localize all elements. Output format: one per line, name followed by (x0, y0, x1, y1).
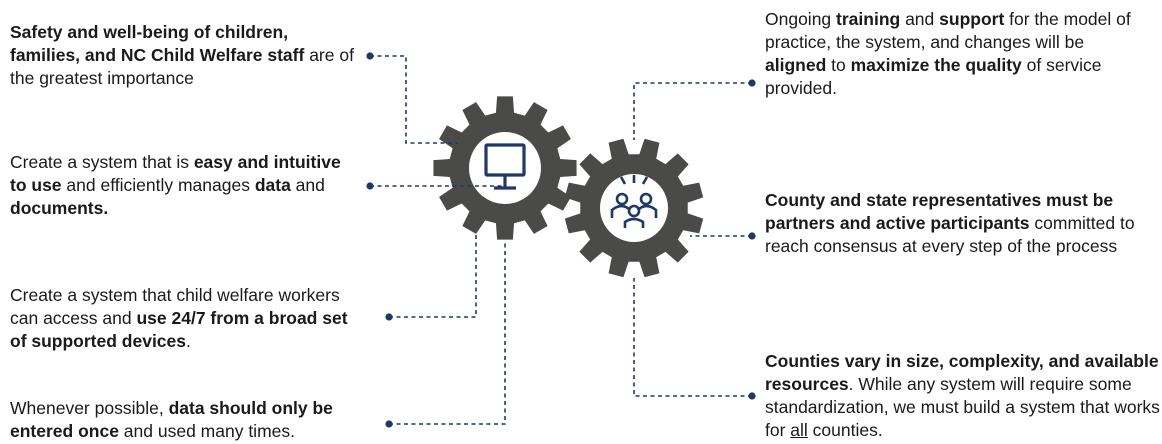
connector-dot (366, 52, 374, 60)
text-run: are of the greatest importance (10, 45, 354, 88)
left-item-data-entry: Whenever possible, data should only be e… (10, 397, 380, 443)
text-run: and (290, 175, 325, 195)
bold-text: support (939, 9, 1005, 29)
text-run: . While any system will require some sta… (765, 374, 1160, 440)
connector-line (633, 278, 752, 397)
bold-text: use 24/7 from a broad set of supported d… (10, 308, 348, 351)
connector-line (389, 233, 477, 318)
connector-dot (748, 79, 756, 87)
text-run: Create a system that is (10, 152, 194, 172)
right-gear (564, 138, 704, 278)
bold-text: training (836, 9, 901, 29)
bold-text: aligned (765, 55, 827, 75)
connector-dot (748, 232, 756, 240)
connector-dot (748, 392, 756, 400)
left-gear (433, 96, 577, 240)
right-item-partners: County and state representatives must be… (765, 189, 1160, 258)
connector-line (370, 55, 458, 144)
text-run: Whenever possible, (10, 398, 169, 418)
text-run: . (186, 331, 191, 351)
text-run: Create a system that child welfare worke… (10, 285, 340, 328)
bold-text: easy and intuitive to use (10, 152, 341, 195)
connector-dot (366, 182, 374, 190)
bold-text: documents. (10, 198, 109, 218)
left-item-access-24-7: Create a system that child welfare worke… (10, 284, 365, 353)
connector-line (389, 240, 506, 425)
left-item-safety: Safety and well-being of children, famil… (10, 21, 355, 90)
underline-text: all (790, 420, 808, 440)
text-run: and used many times. (118, 421, 295, 441)
monitor-icon (484, 143, 526, 190)
text-run: committed to reach consensus at every st… (765, 213, 1135, 256)
text-run: Ongoing (765, 9, 837, 29)
bold-text: data (254, 175, 291, 195)
right-item-training: Ongoing training and support for the mod… (765, 8, 1145, 100)
text-run: counties. (807, 420, 883, 440)
text-run: of service provided. (765, 55, 1102, 98)
bold-text: County and state representatives must be… (765, 190, 1114, 233)
bold-text: Counties vary in size, complexity, and a… (765, 351, 1159, 394)
people-group-icon (610, 175, 658, 228)
connector-line (633, 82, 752, 140)
bold-text: data should only be entered once (10, 398, 333, 441)
bold-text: maximize the quality (850, 55, 1022, 75)
text-run: and efficiently manages (61, 175, 255, 195)
text-run: and (900, 9, 940, 29)
left-item-easy-to-use: Create a system that is easy and intuiti… (10, 151, 355, 220)
left-gear-hub (469, 132, 541, 204)
text-run: to (826, 55, 851, 75)
connector-dots (366, 52, 756, 428)
right-item-counties: Counties vary in size, complexity, and a… (765, 350, 1160, 442)
connector-lines (370, 55, 752, 425)
connector-dot (385, 420, 393, 428)
connector-dot (385, 313, 393, 321)
bold-text: Safety and well-being of children, famil… (10, 22, 305, 65)
text-run: for the model of practice, the system, a… (765, 9, 1131, 52)
right-gear-hub (600, 174, 668, 242)
